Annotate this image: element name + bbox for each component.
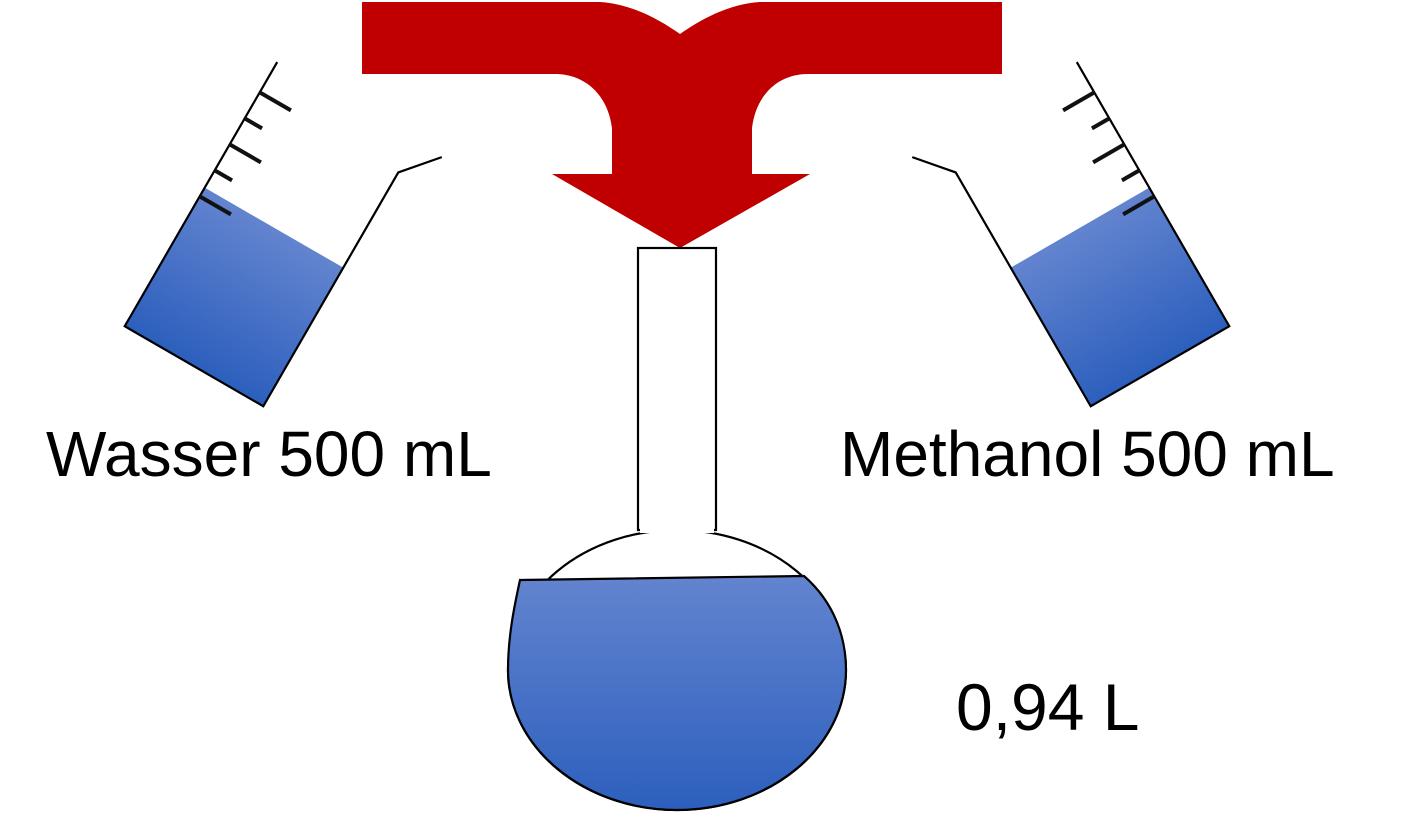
result-volume-label: 0,94 L: [956, 670, 1140, 744]
methanol-label: Methanol 500 mL: [840, 418, 1335, 490]
beaker-icon: [911, 61, 1231, 408]
beaker-icon: [123, 61, 443, 408]
water-label: Wasser 500 mL: [46, 418, 492, 490]
volumetric-flask-icon: [506, 246, 848, 812]
merge-arrow-icon: [362, 2, 1002, 248]
